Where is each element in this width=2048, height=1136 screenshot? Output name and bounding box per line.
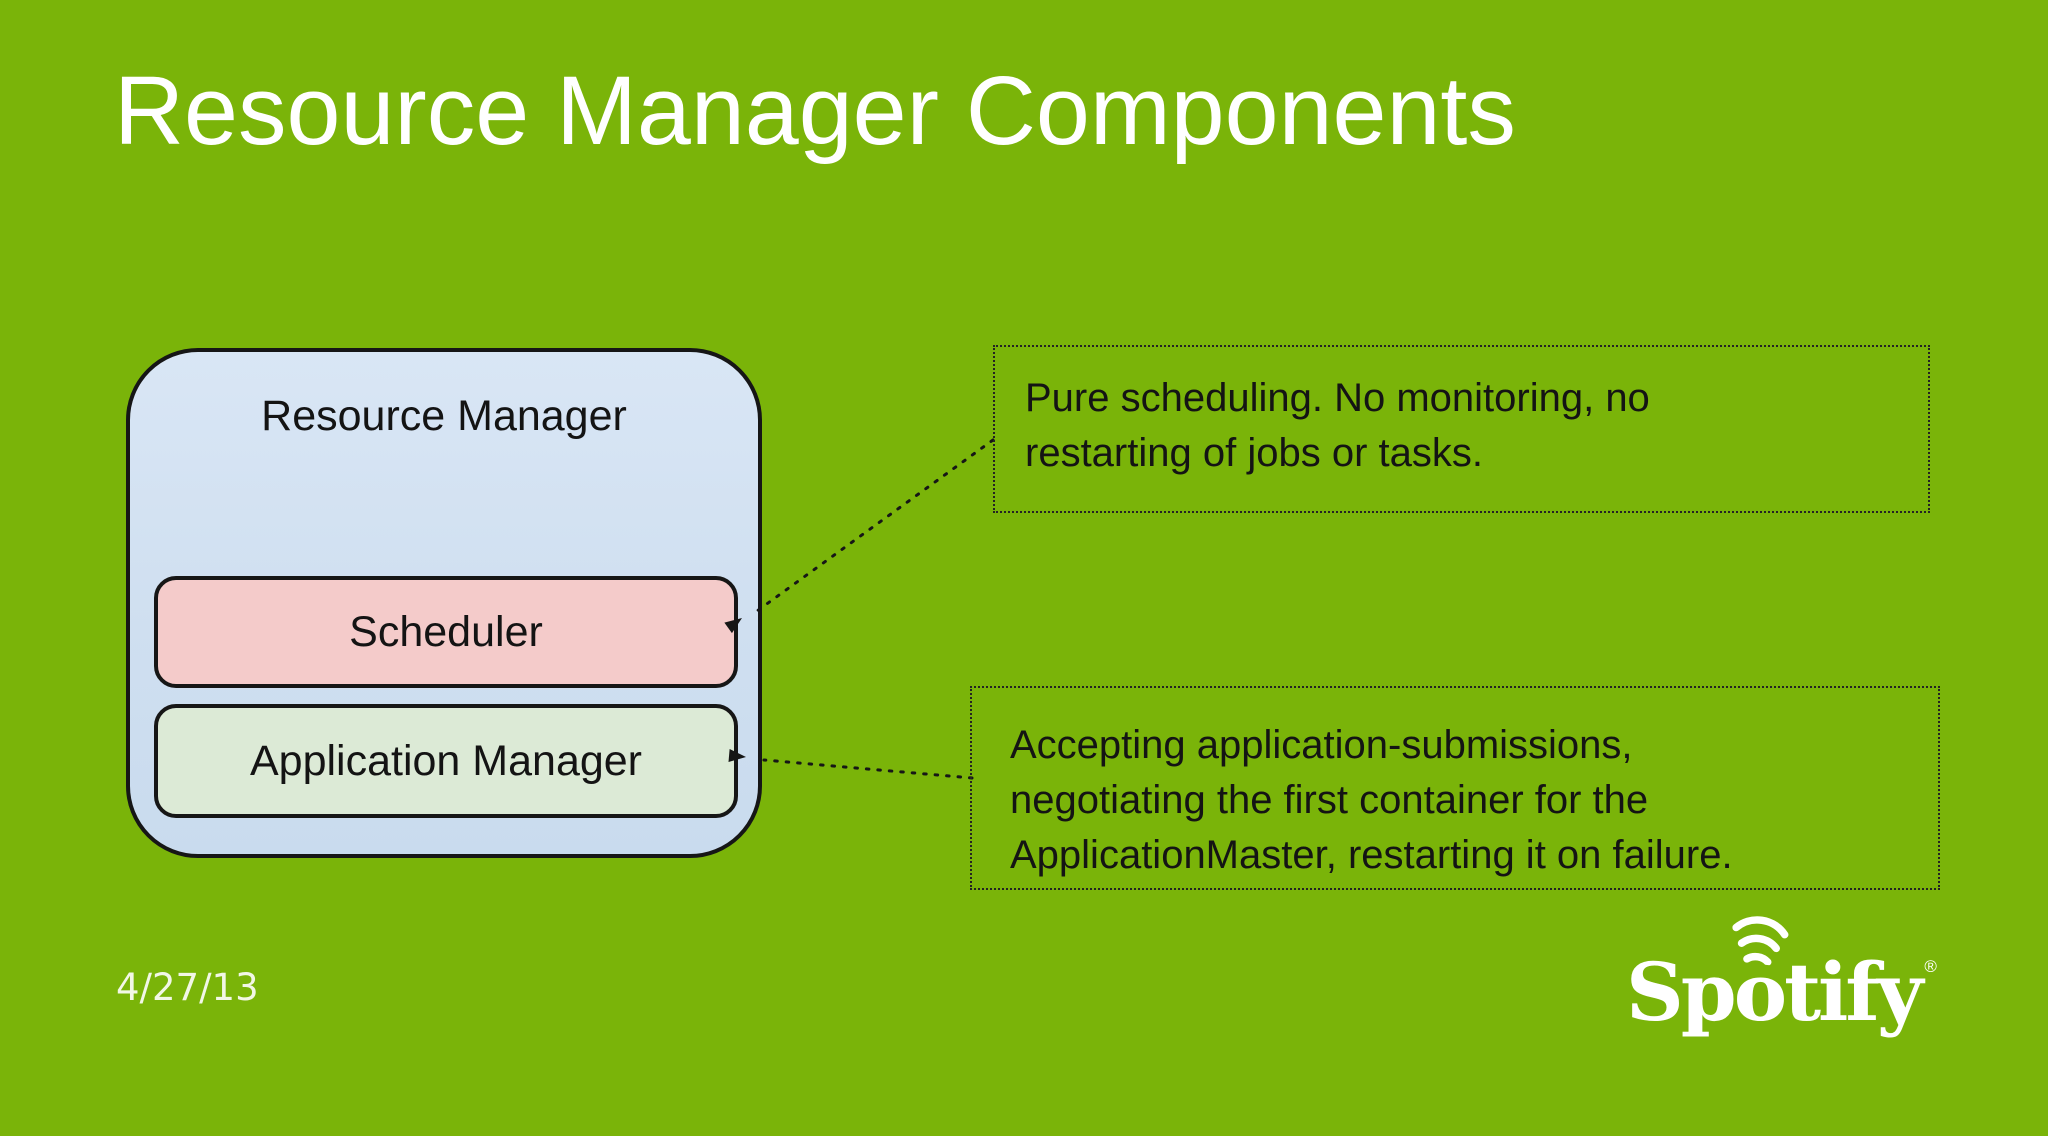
registered-trademark: ® — [1924, 957, 1937, 976]
scheduler-box: Scheduler — [154, 576, 738, 688]
logo-text-sp: Sp — [1626, 945, 1737, 1039]
annotation-application-manager: Accepting application-submissions, negot… — [970, 686, 1940, 890]
connector-scheduler — [755, 438, 995, 613]
slide-date: 4/27/13 — [116, 966, 259, 1009]
annotation-scheduler: Pure scheduling. No monitoring, no resta… — [993, 345, 1930, 513]
logo-text-tify: tify — [1784, 945, 1923, 1039]
logo-text-o: o — [1733, 945, 1787, 1039]
logo-letter-o: o — [1732, 916, 1789, 1032]
spotify-logo: Sp otify® — [1626, 916, 1937, 1039]
resource-manager-label: Resource Manager — [261, 392, 627, 440]
application-manager-box: Application Manager — [154, 704, 738, 818]
page-title: Resource Manager Components — [114, 56, 1516, 165]
connector-application-manager — [762, 758, 974, 780]
resource-manager-box: Resource Manager Scheduler Application M… — [126, 348, 762, 858]
spotify-beams-icon — [1732, 916, 1789, 966]
scheduler-label: Scheduler — [349, 607, 543, 656]
application-manager-label: Application Manager — [249, 736, 643, 785]
